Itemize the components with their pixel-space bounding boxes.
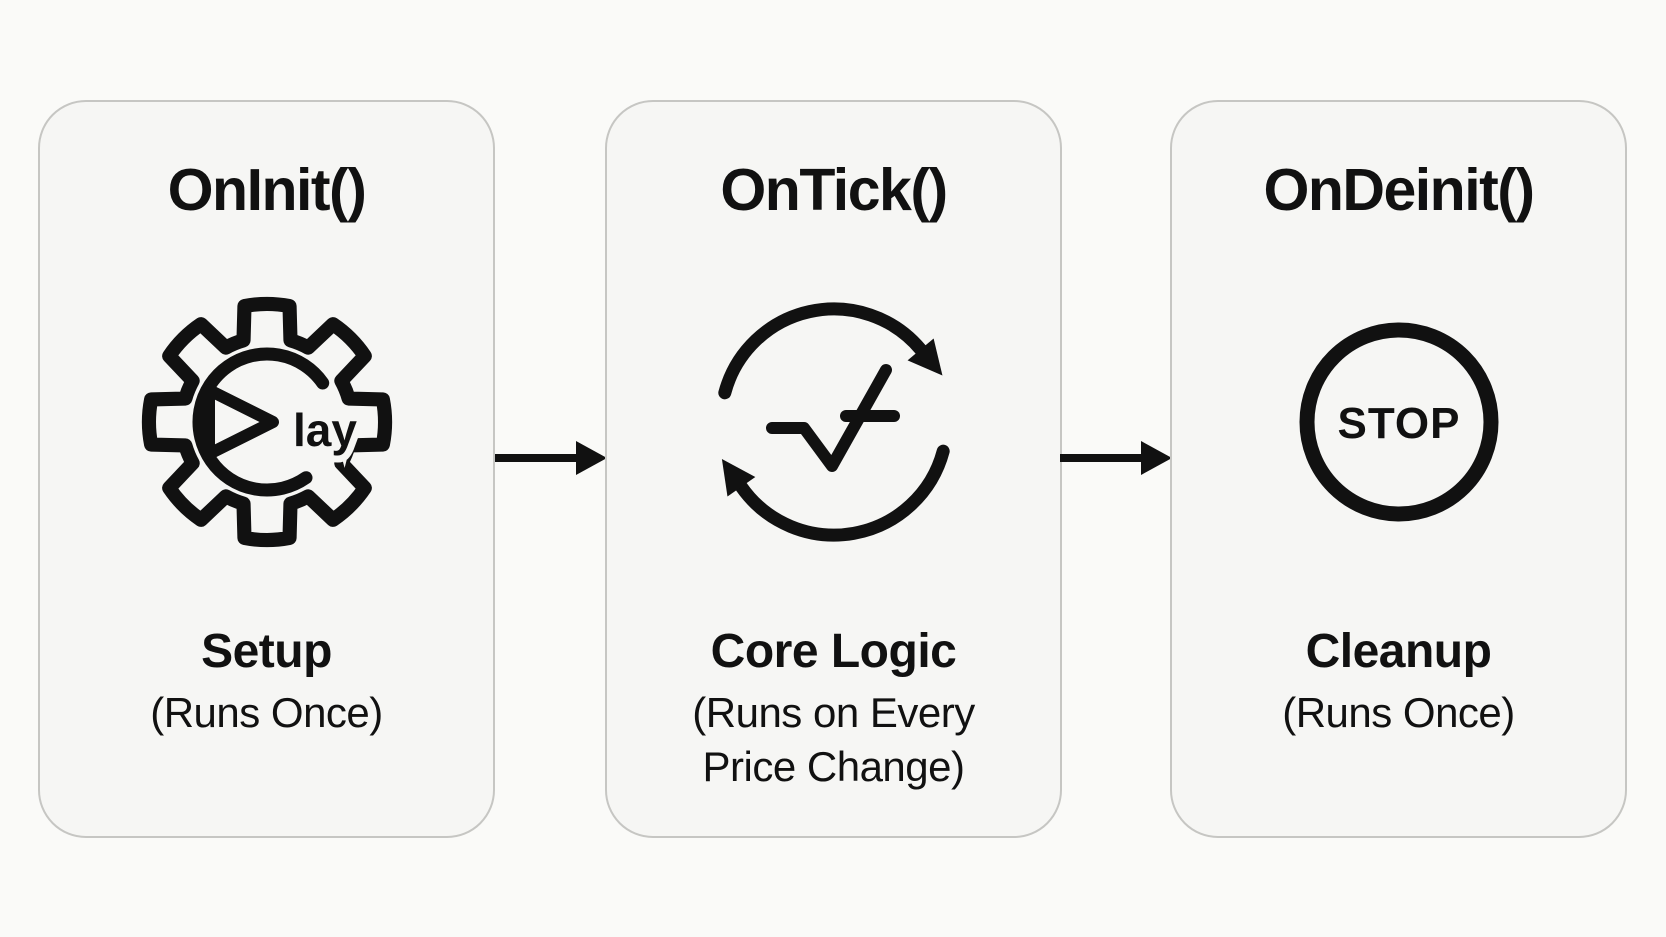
card-title: OnInit(): [167, 157, 367, 223]
inner-circle-arc: [192, 347, 329, 497]
card-label: Setup: [201, 625, 332, 678]
cycle-arc-bottom: [734, 444, 950, 542]
icon-text-halo: lay: [293, 404, 357, 456]
stop-circle: [1299, 322, 1498, 522]
card-ondeinit: OnDeinit() STOP Cleanup (Runs Once): [1170, 100, 1627, 838]
card-ontick: OnTick() Core Logic (Runs on Every Price…: [605, 100, 1062, 838]
stop-icon: STOP: [1172, 292, 1625, 552]
card-oninit: OnInit() lay lay Setup (Runs Once): [38, 100, 495, 838]
flow-arrow-init-to-tick: [495, 441, 607, 475]
cycle-arrowhead-bottom: [721, 458, 755, 497]
cycle-arc-top: [717, 302, 927, 400]
gear-play-icon: lay lay: [40, 292, 493, 552]
card-sublabel: (Runs Once): [40, 686, 493, 740]
card-title: OnDeinit(): [1263, 157, 1535, 223]
flow-arrow-tick-to-deinit: [1060, 441, 1172, 475]
icon-text: lay: [293, 404, 357, 456]
play-triangle: [202, 384, 279, 460]
card-subline: (Runs Once): [1282, 689, 1515, 736]
cycle-tick-icon: [607, 292, 1060, 552]
card-label: Core Logic: [710, 625, 957, 678]
cycle-arrowhead-top: [907, 338, 942, 376]
card-title: OnTick(): [720, 157, 948, 223]
card-subline: (Runs on Every: [692, 689, 975, 736]
card-sublabel: (Runs on Every Price Change): [607, 686, 1060, 794]
stop-label: STOP: [1337, 399, 1460, 448]
card-label: Cleanup: [1305, 625, 1492, 678]
card-sublabel: (Runs Once): [1172, 686, 1625, 740]
card-subline: Price Change): [702, 743, 965, 791]
card-subline: (Runs Once): [150, 689, 383, 736]
